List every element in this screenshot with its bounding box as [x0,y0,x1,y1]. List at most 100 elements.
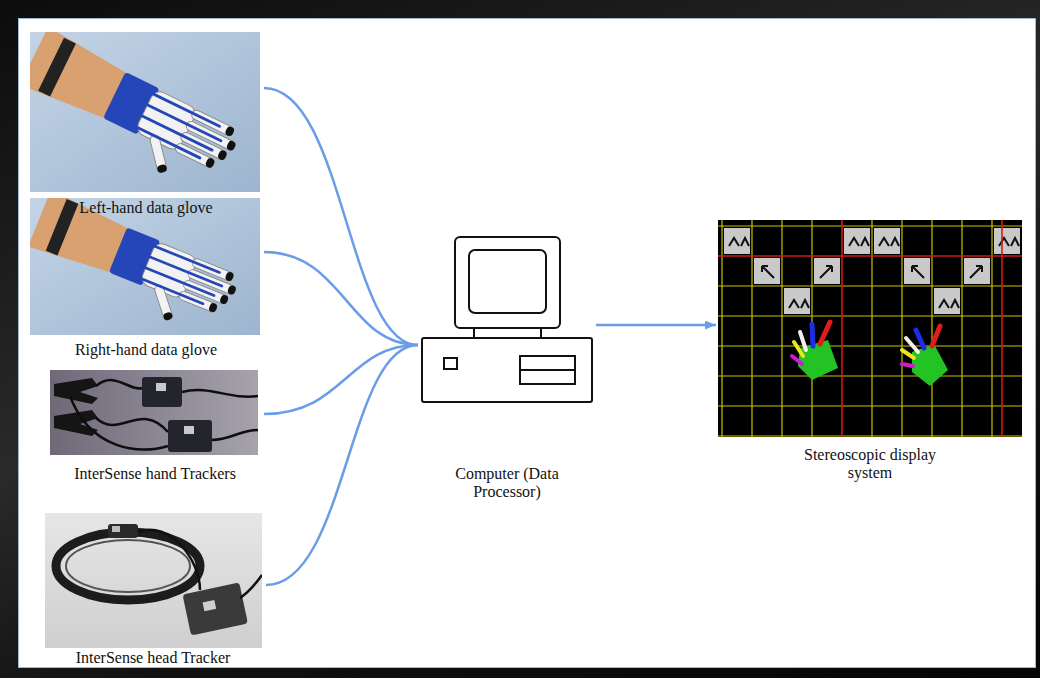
computer-box: Computer (Data Processor) [418,232,596,504]
illustration-part [754,258,780,284]
illustration-part [718,315,1022,316]
illustration-part [182,390,258,397]
glove-photo [30,198,260,335]
illustration-part [800,332,806,350]
illustration-part [203,600,217,611]
illustration-part [66,540,190,592]
illustration-part [902,350,914,358]
illustration-part [820,322,830,344]
illustration-part [931,220,932,437]
illustration-part [455,237,560,328]
photo-panel: InterSense hand Trackers [46,366,264,486]
illustration-part [138,530,200,590]
illustration-part [916,330,924,348]
illustration-part [849,238,869,246]
illustration-part [811,220,812,437]
illustration-part [844,228,870,254]
illustration-part [1001,220,1003,437]
tracker-photo [50,370,258,455]
illustration-part [762,266,774,278]
photo-panel: Left-hand data glove [28,30,264,220]
illustration-part [906,338,918,352]
illustration-part [812,324,813,346]
illustration-part [729,238,1019,308]
illustration-part [422,338,592,402]
illustration-part [718,435,1022,436]
illustration-part [108,524,138,538]
illustration-part [96,380,142,388]
illustration-part [182,582,247,635]
illustration-part [718,405,1022,406]
photo-panel: InterSense head Tracker [40,508,266,670]
illustration-part [469,250,546,313]
illustration-part [934,288,960,314]
illustration-part [718,225,1022,226]
illustration-part [970,266,982,278]
illustration-part [961,220,962,437]
illustration-part [792,356,802,364]
node-caption: InterSense hand Trackers [74,465,236,483]
illustration-part [142,377,182,407]
illustration-part [520,369,575,371]
illustration-part [784,288,810,314]
illustration-part [30,32,246,192]
display-screenshot [718,220,1022,437]
illustration-part [718,220,1022,437]
node-caption: Computer (Data Processor) [442,465,572,501]
illustration-part [939,300,959,308]
illustration-part [718,220,1022,437]
illustration-part [718,285,1022,286]
illustration-part [879,238,899,246]
illustration-part [54,410,98,436]
illustration-part [70,396,168,450]
head-tracker-photo [45,513,262,648]
signal-curve [266,345,418,585]
illustration-part [520,356,575,384]
illustration-part [964,258,990,284]
illustration-part [168,420,212,452]
display-panel: Stereoscopic display system [716,218,1024,485]
photo-panel: Right-hand data glove [28,196,264,362]
data-arrow [596,324,716,327]
illustration-part [724,228,750,254]
illustration-part [912,266,924,278]
node-caption: Stereoscopic display system [795,446,945,482]
illustration-part [820,266,832,278]
computer-icon [422,237,592,402]
illustration-part [45,513,262,648]
illustration-part [182,582,247,635]
illustration-part [444,358,457,369]
illustration-part [729,238,749,246]
illustration-part [184,426,194,434]
illustration-part [718,375,1022,376]
illustration-part [96,418,168,432]
glove-photo [30,32,260,192]
illustration-part [718,220,1022,437]
signal-curve [264,88,418,345]
illustration-part [718,255,1022,257]
illustration-part [751,220,752,437]
illustration-part [901,220,902,437]
illustration-part [70,380,258,449]
node-caption: Right-hand data glove [75,341,217,359]
illustration-part [781,220,782,437]
illustration-part [871,220,872,437]
illustration-part [240,575,262,598]
illustration-part [30,198,245,335]
illustration-part [902,326,948,386]
illustration-part [794,342,803,356]
illustration-part [904,258,930,284]
node-caption: InterSense head Tracker [76,649,231,667]
signal-curve [264,252,418,345]
illustration-part [874,228,900,254]
illustration-part [902,364,913,366]
illustration-part [932,326,940,346]
illustration-part [718,345,1022,346]
illustration-part [54,378,98,404]
illustration-part [212,430,258,440]
illustration-part [841,220,843,437]
illustration-part [50,370,258,455]
illustration-part [721,220,722,437]
